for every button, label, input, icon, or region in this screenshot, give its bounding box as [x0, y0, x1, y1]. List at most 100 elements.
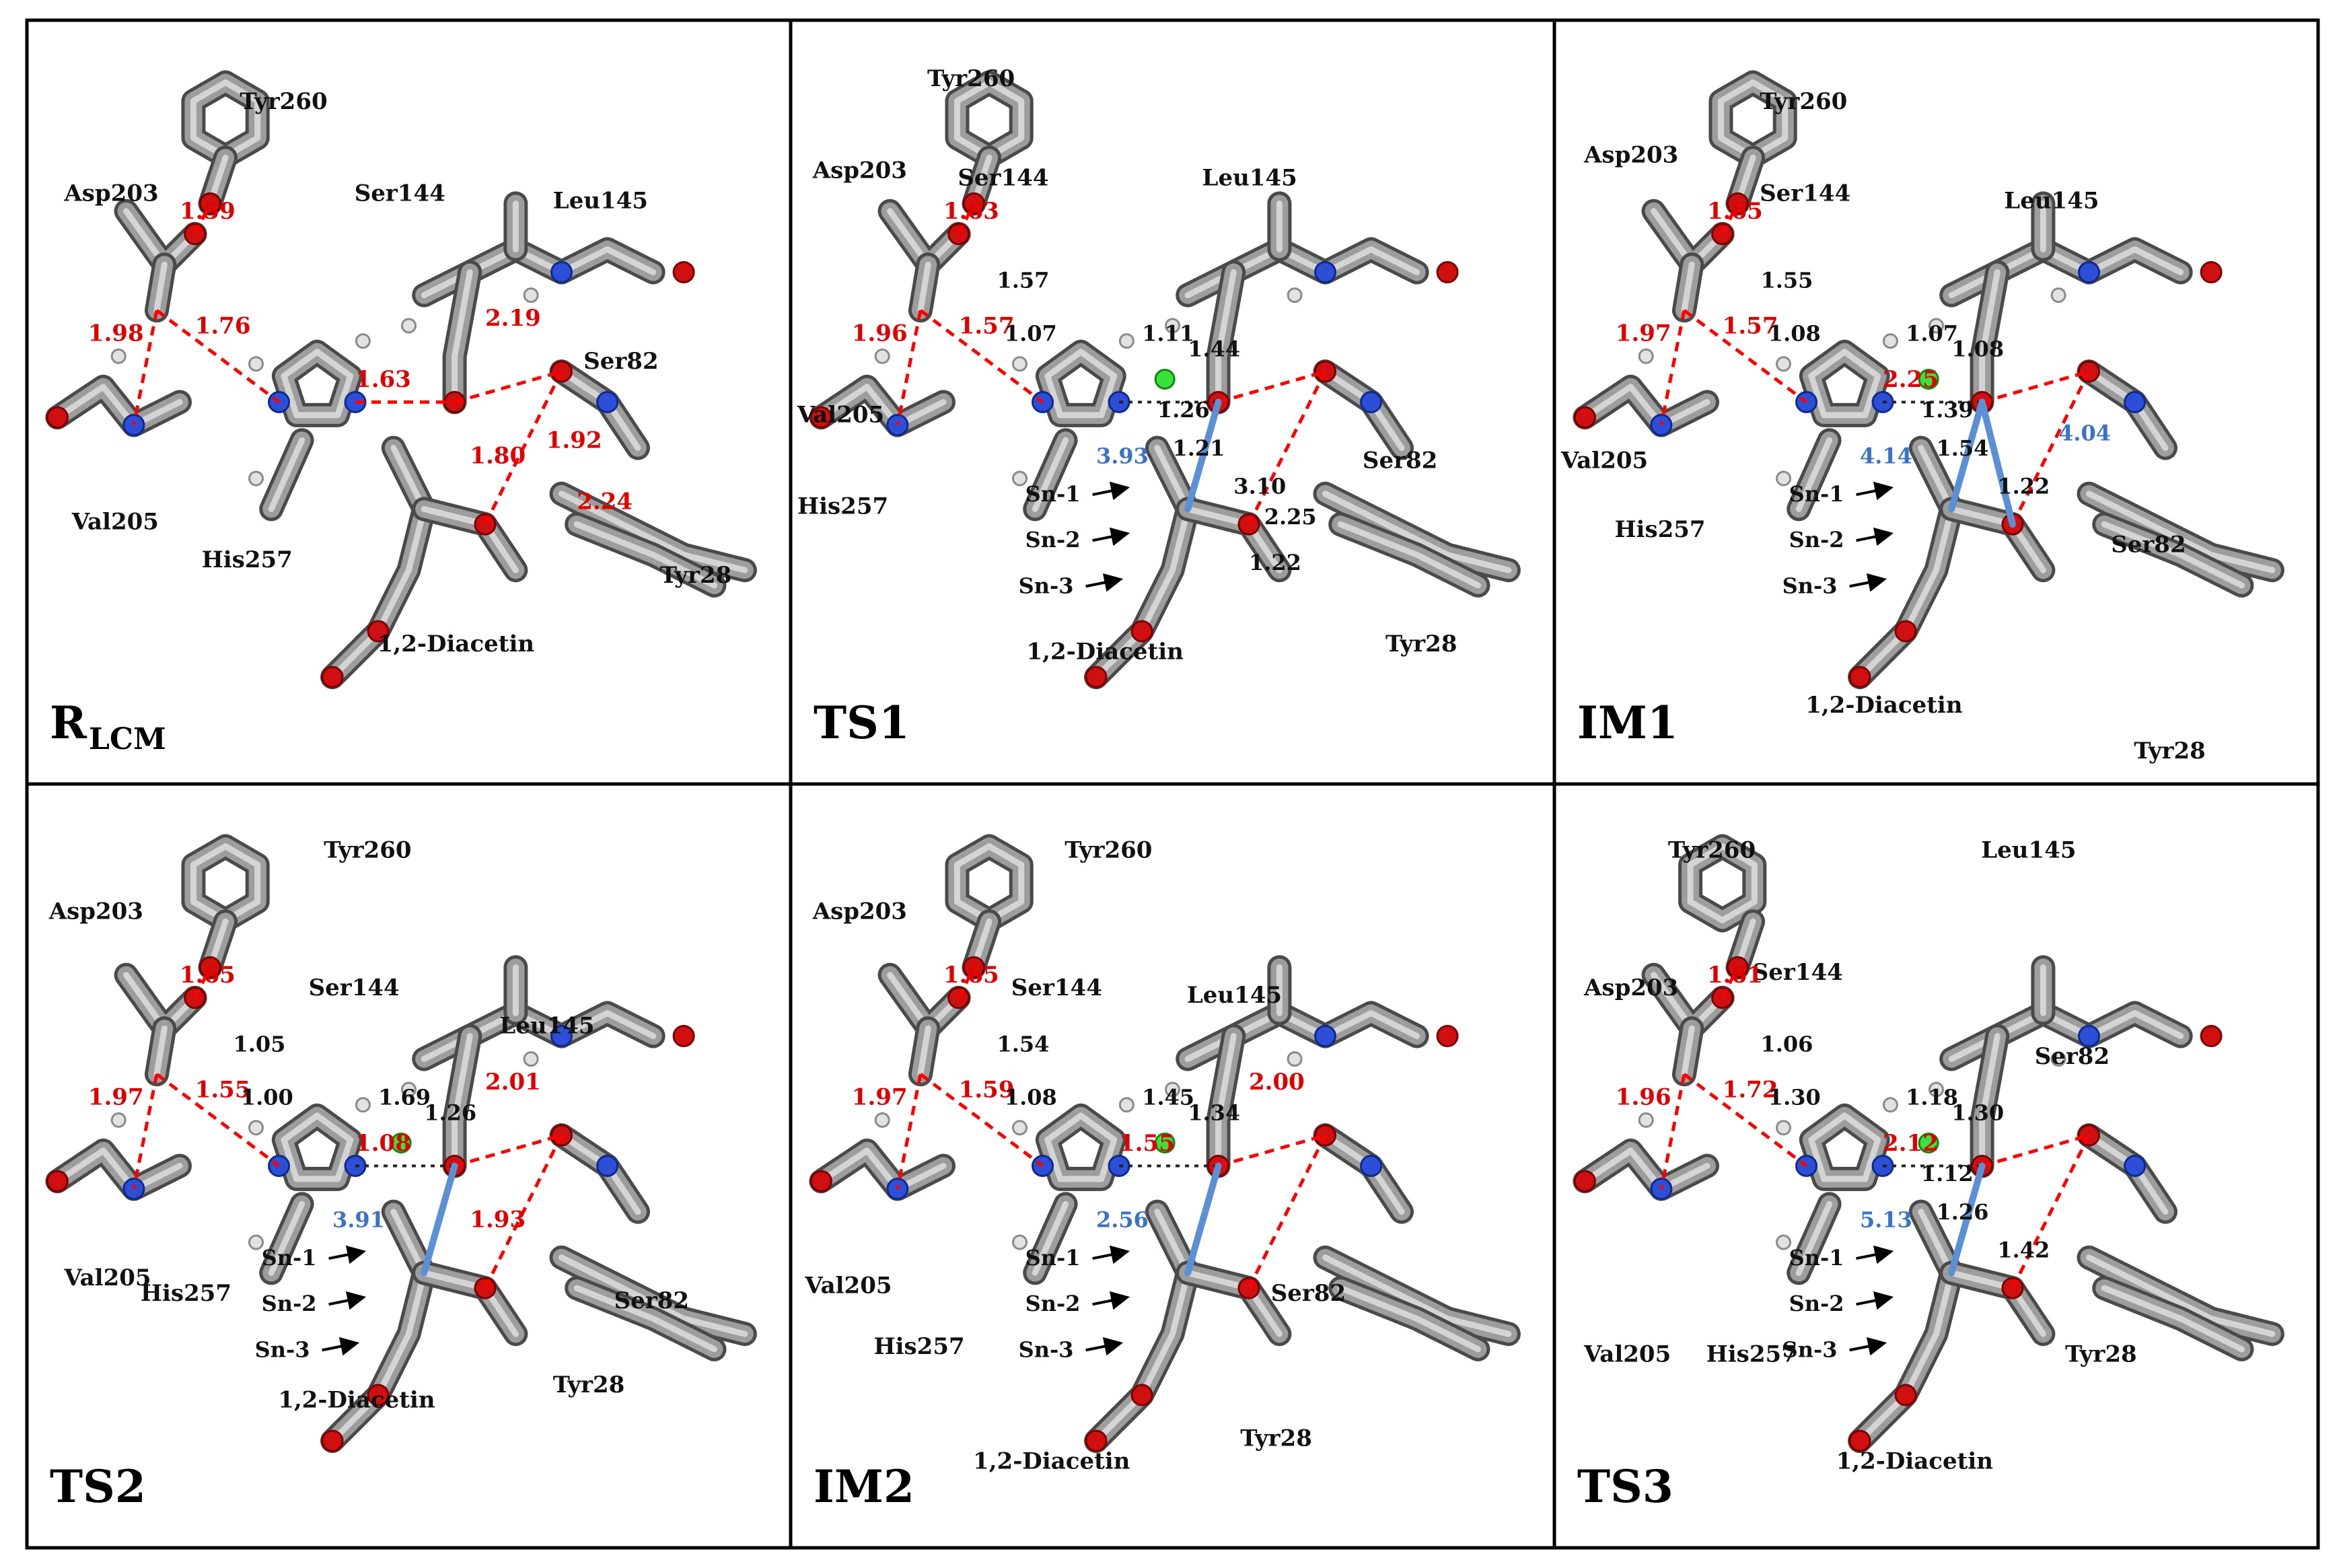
his257-ring-highlight	[1808, 349, 1881, 419]
residue-label: Ser82	[1271, 1280, 1346, 1307]
diacetin-oxygen-3	[321, 666, 344, 688]
fragment-arrow	[1085, 1337, 1124, 1356]
distance-red: 2.01	[485, 1069, 541, 1096]
ser144-side-chain-highlight	[452, 269, 473, 405]
distance-black: 1.26	[1157, 397, 1210, 423]
distance-red: 1.98	[88, 320, 144, 347]
distance-black: 1.22	[1249, 550, 1301, 575]
residue-label: Tyr260	[324, 836, 411, 863]
distance-red: 2.00	[1249, 1069, 1305, 1096]
distance-blue: 3.93	[1096, 443, 1149, 468]
val205-chain-highlight	[818, 1147, 947, 1192]
his257-cb-highlight	[1795, 1201, 1833, 1276]
residue-label: Asp203	[1583, 974, 1678, 1001]
distance-black: 2.25	[1264, 504, 1317, 530]
residue-label: Asp203	[48, 898, 143, 925]
diacetin-oxygen-2	[367, 620, 390, 643]
leu145-nitrogen	[550, 1025, 573, 1048]
diacetin-oxygen-2	[367, 1384, 390, 1406]
tyr28-chain-highlight	[2086, 1254, 2276, 1337]
residue-label: Val205	[1583, 1341, 1671, 1368]
ser144-side-chain-highlight	[452, 1033, 473, 1169]
hbond-asp203-his257	[155, 309, 281, 404]
distance-blue: 5.13	[1860, 1207, 1912, 1232]
hydrogen-atom-3	[1929, 1081, 1944, 1098]
asp203-co-highlight	[153, 1025, 168, 1077]
distance-blue: 4.04	[2058, 420, 2111, 446]
distance-red: 1.63	[943, 198, 999, 225]
his257-ring-highlight	[281, 1112, 354, 1182]
residue-label: Asp203	[63, 180, 158, 207]
residue-label: Tyr260	[1668, 836, 1756, 863]
panel-frame	[1552, 782, 2320, 1550]
fragment-arrow	[322, 1337, 360, 1356]
residue-label: Ser82	[2111, 531, 2186, 558]
distance-red: 1.96	[852, 320, 908, 347]
leu145-oxygen	[672, 1025, 695, 1048]
fragment-arrow	[1849, 573, 1887, 592]
fragment-label-sn-1: Sn-1	[1025, 1245, 1081, 1271]
attack-distance-line	[421, 1162, 458, 1277]
hbond-oxyanion	[1247, 370, 1327, 526]
distance-red: 2.19	[485, 305, 541, 332]
residue-label: Val205	[804, 1272, 892, 1299]
diacetin-oxygen-3	[1085, 1429, 1108, 1452]
leu145-oxygen	[2200, 1025, 2223, 1048]
diacetin-oxygen-3	[1085, 666, 1108, 688]
hydrogen-atom-2	[1882, 333, 1898, 349]
residue-label: Asp203	[1583, 142, 1678, 169]
residue-label: His257	[1614, 516, 1705, 543]
ser144-side-chain-highlight	[1979, 1033, 2000, 1169]
distance-red: 1.72	[1723, 1076, 1778, 1103]
residue-label: Ser144	[958, 165, 1048, 192]
molecular-structure	[45, 70, 757, 690]
distance-black: 1.55	[1760, 267, 1813, 293]
fragment-label-sn-3: Sn-3	[1019, 573, 1074, 598]
fragment-label-sn-3: Sn-3	[1782, 1337, 1838, 1362]
his257-cb-highlight	[1032, 1201, 1069, 1276]
fragment-label-sn-2: Sn-2	[262, 1291, 317, 1316]
distance-red: 1.92	[546, 427, 602, 454]
hydrogen-atom-2	[355, 333, 371, 349]
residue-label: His257	[874, 1333, 965, 1360]
tyr28-ring-edge-highlight	[573, 521, 717, 589]
residue-label: Asp203	[812, 157, 907, 184]
ser82-nitrogen	[596, 1155, 619, 1177]
distance-red: 1.59	[959, 1076, 1015, 1103]
hydrogen-atom-4	[2050, 287, 2066, 304]
asp203-co-highlight	[1681, 1025, 1695, 1077]
fragment-label-sn-3: Sn-3	[1019, 1337, 1074, 1362]
hbond-asp203-val205	[132, 1073, 159, 1190]
residue-label: Ser144	[1011, 974, 1102, 1001]
distance-black: 1.07	[1906, 321, 1958, 347]
attack-distance-line	[1184, 1162, 1222, 1277]
hydrogen-atom-2	[1118, 333, 1134, 349]
panel-title-subscript: LCM	[89, 722, 166, 756]
hbond-asp203-his257	[155, 1073, 281, 1168]
diacetin-chain-highlight	[329, 445, 427, 680]
leu145-nitrogen	[550, 261, 573, 284]
residue-label: Leu145	[2004, 188, 2099, 215]
ser82-nitrogen	[2124, 1155, 2147, 1177]
hbond-asp203-tyr260	[193, 966, 212, 999]
hydrogen-atom-1	[1012, 356, 1028, 372]
leu145-oxygen	[1436, 1025, 1459, 1048]
ser82-nitrogen	[1360, 391, 1383, 413]
distance-red: 1.61	[1707, 962, 1763, 989]
hydrogen-atom-1	[1012, 1120, 1028, 1136]
leu145-oxygen	[1436, 261, 1459, 284]
ser82-nitrogen	[1360, 1155, 1383, 1177]
residue-label: His257	[1706, 1341, 1797, 1368]
distance-black: 1.30	[1951, 1100, 2004, 1125]
diacetin-oxygen-3	[321, 1429, 344, 1452]
residue-label: 1,2-Diacetin	[973, 1448, 1130, 1474]
val205-chain-highlight	[54, 384, 183, 429]
distance-black: 1.08	[1951, 336, 2004, 361]
diacetin-oxygen-2	[1894, 1384, 1917, 1406]
